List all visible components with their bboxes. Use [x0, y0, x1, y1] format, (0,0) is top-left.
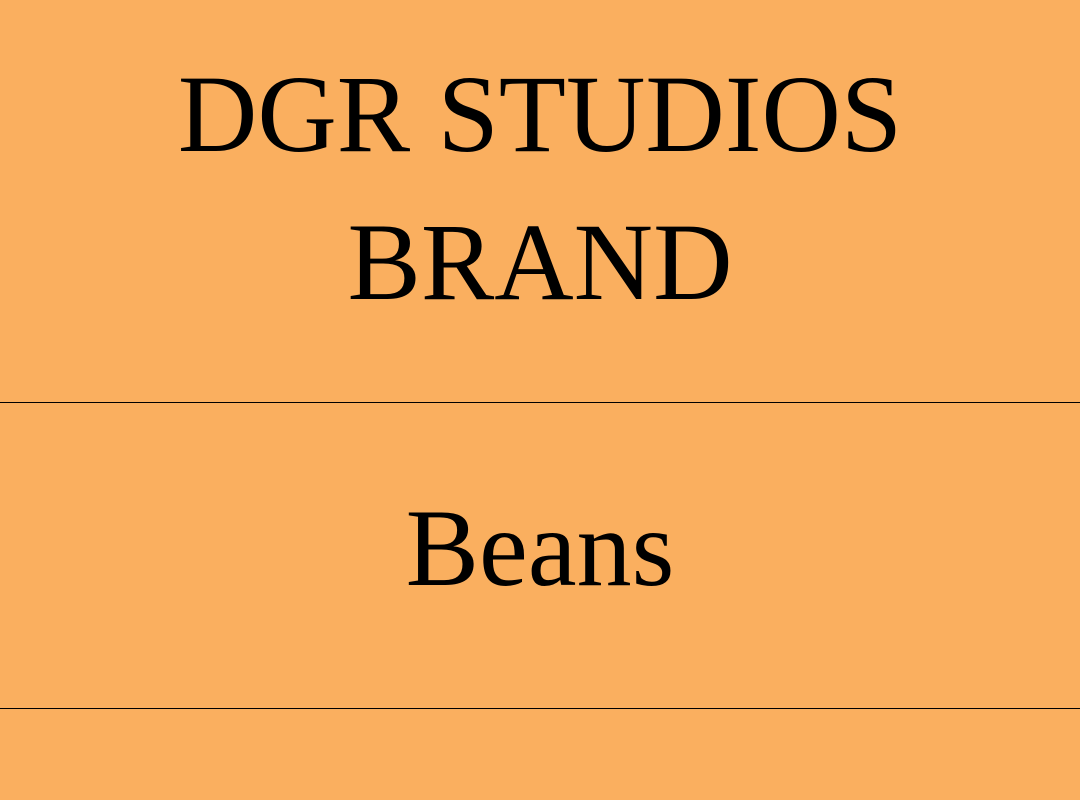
- brand-section: DGR STUDIOS BRAND: [177, 53, 903, 323]
- product-name: Beans: [405, 487, 675, 609]
- brand-title: DGR STUDIOS BRAND: [177, 53, 903, 323]
- top-divider: [0, 402, 1080, 403]
- bottom-divider: [0, 708, 1080, 709]
- product-section: Beans: [0, 403, 1080, 708]
- footer-section: [0, 709, 1080, 800]
